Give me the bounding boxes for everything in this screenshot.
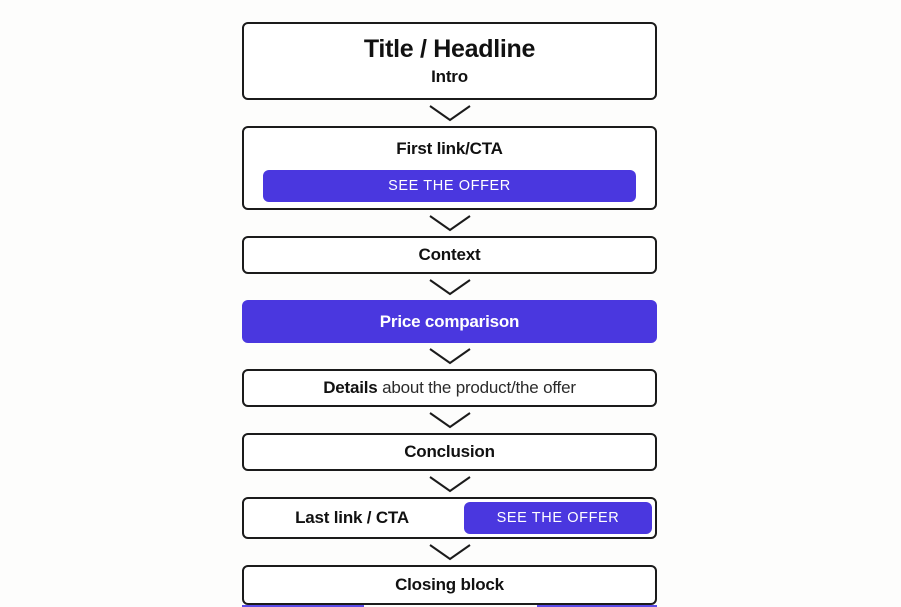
- connector-4: [242, 343, 657, 369]
- flow-block-conclusion[interactable]: Conclusion: [242, 433, 657, 471]
- see-the-offer-button-bottom[interactable]: SEE THE OFFER: [464, 502, 652, 534]
- flow-block-first-link-cta[interactable]: First link/CTA SEE THE OFFER: [242, 126, 657, 210]
- closing-block-label: Closing block: [395, 575, 504, 594]
- flow-block-title-headline[interactable]: Title / Headline Intro: [242, 22, 657, 100]
- chevron-down-icon: [428, 278, 472, 296]
- details-label-strong: Details: [323, 378, 378, 397]
- last-link-cta-label: Last link / CTA: [295, 508, 409, 527]
- headline-text: Title / Headline: [363, 35, 536, 64]
- chevron-down-icon: [428, 214, 472, 232]
- connector-7: [242, 539, 657, 565]
- connector-1: [242, 100, 657, 126]
- chevron-down-icon: [428, 411, 472, 429]
- flow-block-details[interactable]: Details about the product/the offer: [242, 369, 657, 407]
- flow-block-context[interactable]: Context: [242, 236, 657, 274]
- chevron-down-icon: [428, 543, 472, 561]
- see-the-offer-button-top[interactable]: SEE THE OFFER: [263, 170, 636, 202]
- price-comparison-label: Price comparison: [379, 311, 520, 331]
- connector-6: [242, 471, 657, 497]
- flow-block-last-link-cta[interactable]: Last link / CTA SEE THE OFFER: [242, 497, 657, 539]
- conclusion-label: Conclusion: [404, 442, 495, 461]
- connector-3: [242, 274, 657, 300]
- chevron-down-icon: [428, 347, 472, 365]
- email-layout-flowchart: Title / Headline Intro First link/CTA SE…: [242, 22, 657, 607]
- details-label: Details about the product/the offer: [323, 378, 576, 398]
- flow-block-price-comparison[interactable]: Price comparison: [242, 300, 657, 343]
- flow-block-closing[interactable]: Closing block: [242, 565, 657, 607]
- details-label-rest: about the product/the offer: [377, 378, 576, 397]
- chevron-down-icon: [428, 104, 472, 122]
- intro-text: Intro: [431, 67, 468, 87]
- connector-2: [242, 210, 657, 236]
- first-link-cta-label: First link/CTA: [396, 139, 503, 158]
- chevron-down-icon: [428, 475, 472, 493]
- connector-5: [242, 407, 657, 433]
- context-label: Context: [418, 245, 481, 264]
